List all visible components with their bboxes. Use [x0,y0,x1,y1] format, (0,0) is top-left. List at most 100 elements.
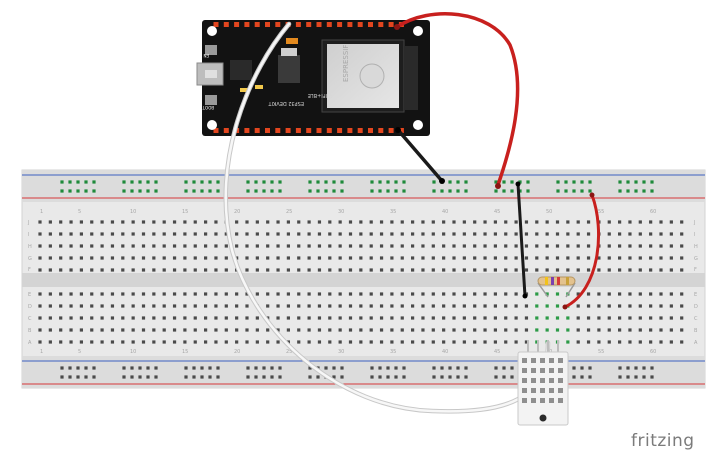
breadboard-hole [452,292,456,296]
breadboard-hole [638,220,642,224]
header-pin [306,22,312,27]
breadboard-hole [276,328,280,332]
breadboard-hole [555,232,560,236]
breadboard-hole [535,340,539,344]
breadboard-hole [328,292,332,296]
breadboard-hole [524,232,529,236]
breadboard-hole [431,292,435,296]
header-pin [244,22,250,27]
breadboard-hole [566,268,570,272]
breadboard-hole [442,220,446,224]
rail-hole [440,189,444,193]
wire-end [395,127,401,133]
breadboard-hole [204,292,208,296]
breadboard-hole [545,316,549,320]
resistor-band [545,277,548,285]
breadboard-hole [152,328,156,332]
breadboard-hole [669,292,673,296]
breadboard-hole [400,340,404,344]
rail-hole [68,375,72,379]
breadboard-hole [493,304,497,308]
row-letter: B [28,328,32,334]
breadboard-hole [348,340,353,344]
breadboard-hole [411,268,415,272]
breadboard-hole [152,220,156,224]
smd-led [255,85,263,89]
breadboard-hole [297,256,301,260]
breadboard-hole [493,328,497,332]
breadboard-hole [680,292,684,296]
breadboard-hole [90,256,94,260]
breadboard-hole [152,268,156,272]
breadboard-hole [421,268,425,272]
breadboard-hole [462,340,466,344]
breadboard-hole [131,316,135,320]
breadboard-hole [59,340,63,344]
breadboard-hole [286,232,290,236]
breadboard-hole [514,304,518,308]
data-wire [224,22,550,413]
rail-hole [76,375,80,379]
header-pin [275,128,281,133]
breadboard-hole [100,328,104,332]
resistor-body [537,276,576,286]
breadboard-hole [69,244,73,248]
row-letter: J [27,220,29,226]
rail-hole [394,180,398,184]
breadboard-hole [172,292,177,296]
breadboard-hole [379,232,384,236]
sensor-grille [522,358,563,403]
breadboard-hole [452,244,456,248]
breadboard-hole [121,244,125,248]
breadboard-hole [638,328,642,332]
breadboard-hole [390,256,394,260]
breadboard-hole [514,256,518,260]
boot-button[interactable] [205,95,217,105]
breadboard-hole [307,340,311,344]
header-pin [213,128,219,133]
breadboard-hole [59,244,63,248]
breadboard-hole [38,304,42,308]
breadboard-hole [431,256,435,260]
breadboard-hole [338,328,342,332]
breadboard-hole [255,268,259,272]
breadboard-hole [462,328,466,332]
rail-hole [618,366,622,370]
breadboard-hole [121,328,125,332]
rail-hole [200,375,204,379]
col-num: 30 [338,209,344,215]
breadboard-hole [172,340,177,344]
row-letter: G [694,256,698,262]
header-pin [295,128,301,133]
rail-hole [572,189,576,193]
rail-hole [278,180,282,184]
breadboard-hole [59,232,63,236]
rail-hole [184,366,188,370]
row-letter: E [694,292,697,298]
breadboard-hole [555,220,560,224]
micro-usb-opening [205,70,217,78]
en-button[interactable] [205,45,217,55]
col-num: 25 [286,209,292,215]
breadboard-hole [297,268,301,272]
breadboard-hole [483,328,487,332]
resistor-lead [537,282,549,298]
rail-hole [432,375,436,379]
breadboard-hole [235,292,239,296]
center-channel [22,273,705,287]
grille-slot [540,378,545,383]
breadboard-hole [473,316,477,320]
col-num: 35 [390,209,396,215]
breadboard-hole [400,256,404,260]
rail-hole [518,180,522,184]
breadboard-hole [566,316,570,320]
rail-hole [332,189,336,193]
breadboard-hole [379,256,384,260]
header-pin [265,128,270,133]
breadboard-hole [452,268,456,272]
grille-slot [540,368,545,373]
breadboard-hole [110,328,115,332]
breadboard-hole [680,268,684,272]
breadboard-hole [359,304,363,308]
breadboard-hole [390,232,394,236]
